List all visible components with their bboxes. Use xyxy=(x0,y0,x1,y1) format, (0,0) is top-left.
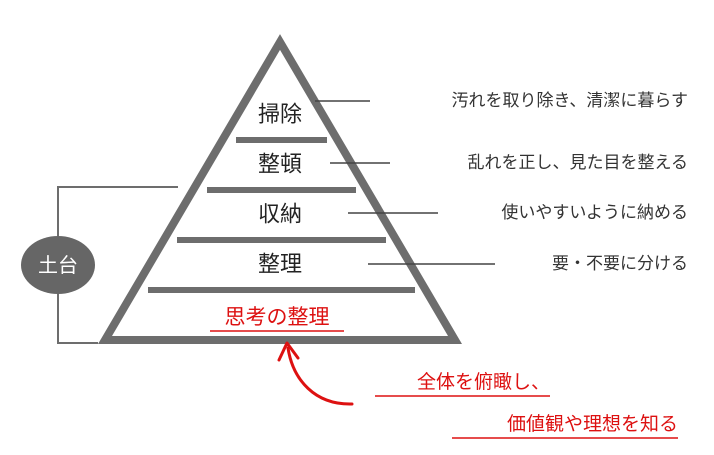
description-sorting: 要・不要に分ける xyxy=(552,254,688,274)
level-label-sorting: 整理 xyxy=(258,253,302,278)
arrow-head-icon xyxy=(277,341,300,362)
note-line-1: 全体を俯瞰し、 xyxy=(417,371,550,393)
note-line-2: 価値観や理想を知る xyxy=(507,413,678,435)
level-label-storage: 収納 xyxy=(258,203,302,228)
curved-arrow xyxy=(286,346,354,406)
foundation-badge-label: 土台 xyxy=(38,253,78,277)
description-storage: 使いやすいように納める xyxy=(501,202,688,223)
level-label-cleaning: 掃除 xyxy=(258,103,302,128)
description-cleaning: 汚れを取り除き、清潔に暮らす xyxy=(452,91,688,111)
pyramid-outline xyxy=(98,34,462,344)
foundation-label: 思考の整理 xyxy=(225,305,330,329)
foundation-badge xyxy=(21,236,95,294)
level-label-tidying: 整頓 xyxy=(258,153,302,178)
description-tidying: 乱れを正し、見た目を整える xyxy=(468,153,689,173)
